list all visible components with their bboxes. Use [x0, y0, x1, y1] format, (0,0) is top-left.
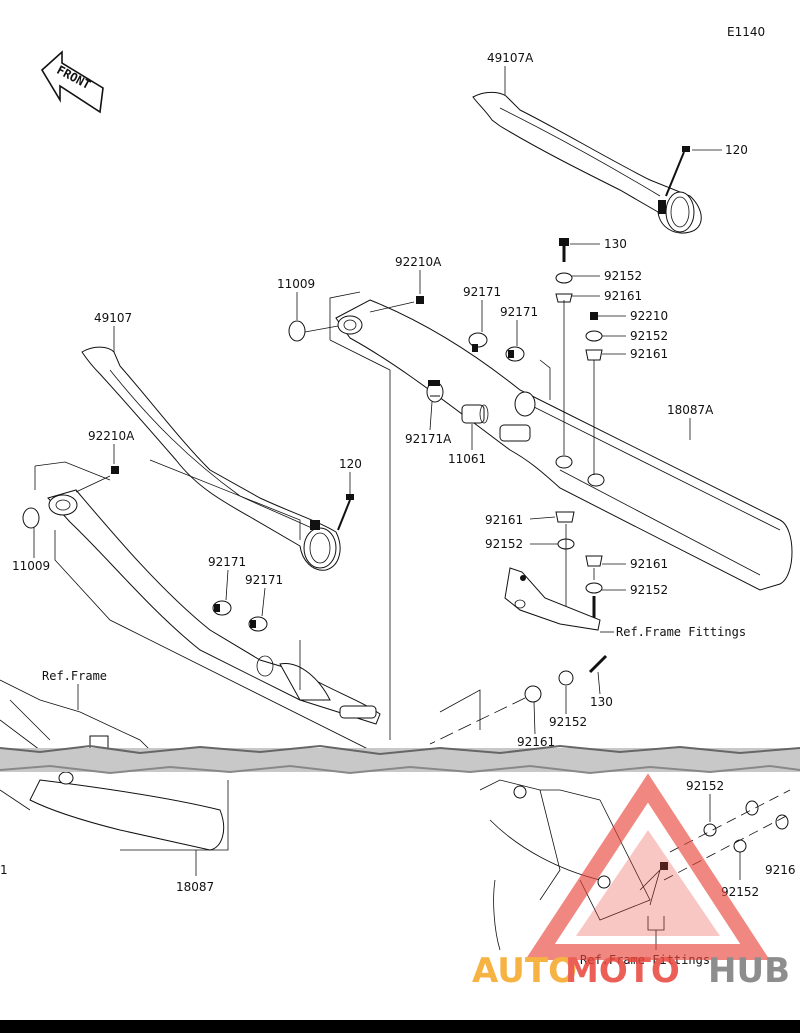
heat-shield-lower	[81, 346, 341, 571]
clamp-92171-lower-b	[248, 616, 268, 632]
washer-92152-r2	[585, 330, 603, 342]
bolt-130-upper	[559, 238, 569, 262]
grommet-92161-r1	[555, 293, 573, 303]
watermark-moto: MOTO	[565, 951, 680, 991]
diagram-code: E1140	[727, 25, 765, 39]
gasket-11009-lower	[22, 507, 40, 529]
grommet-inset1	[745, 800, 759, 816]
part-label-130-top: 130	[604, 237, 627, 251]
nut-92210A-lower	[111, 466, 119, 474]
part-label-92152-inset1: 92152	[686, 779, 724, 793]
photo-cut-divider	[0, 744, 800, 775]
bolt-120-lower	[337, 494, 354, 531]
part-label-49107A: 49107A	[487, 51, 534, 65]
grommet-92161-r4	[585, 555, 603, 567]
part-label-92210: 92210	[630, 309, 668, 323]
washer-92152-inset1	[703, 823, 717, 837]
heat-shield-upper	[472, 91, 702, 234]
washer-92152-r4	[585, 582, 603, 594]
part-label-130-bottom: 130	[590, 695, 613, 709]
part-label-120-top: 120	[725, 143, 748, 157]
inset-frame-sketch	[479, 779, 668, 951]
part-label-92161-r4: 92161	[630, 557, 668, 571]
front-arrow-icon: FRONT	[40, 50, 104, 114]
part-label-11061: 11061	[448, 452, 486, 466]
part-label-92171A: 92171A	[405, 432, 452, 446]
grommet-inset2	[775, 814, 789, 830]
grommet-92161-bottom	[524, 685, 542, 703]
part-label-partial-1: 1	[0, 863, 8, 877]
automotohub-watermark-logo: AUTO MOTO HUB	[472, 773, 790, 991]
clamp-92171-upper-b	[505, 346, 525, 362]
clamp-92171A	[426, 380, 444, 403]
part-label-49107: 49107	[94, 311, 132, 325]
washer-92152-bottom	[558, 670, 574, 686]
mounting-bracket	[504, 567, 601, 631]
part-label-92152-r4: 92152	[630, 583, 668, 597]
part-label-92171-d: 92171	[245, 573, 283, 587]
part-label-92161-r1: 92161	[604, 289, 642, 303]
part-label-92152-r2: 92152	[630, 329, 668, 343]
part-label-92210A-left: 92210A	[88, 429, 135, 443]
part-label-11009-left: 11009	[12, 559, 50, 573]
bolt-130-lower	[588, 654, 608, 674]
watermark-hub: HUB	[708, 951, 790, 991]
nut-92210	[590, 312, 598, 320]
grommet-92161-r3	[555, 511, 575, 523]
part-label-92161-bottom: 92161	[517, 735, 555, 749]
bolt-120-upper	[665, 146, 690, 197]
clamp-92171-lower-a	[212, 600, 232, 616]
part-label-92171-c: 92171	[208, 555, 246, 569]
nut-92210A-upper	[416, 296, 424, 304]
part-label-9216-partial: 9216	[765, 863, 796, 877]
part-label-92171-b: 92171	[500, 305, 538, 319]
washer-92152-inset2	[733, 839, 747, 853]
part-label-92152-inset2: 92152	[721, 885, 759, 899]
sleeve-11061	[461, 404, 489, 424]
part-label-92152-r3: 92152	[485, 537, 523, 551]
gasket-11009-upper	[288, 320, 306, 342]
frame-lower-left	[0, 679, 161, 811]
part-label-92161-r3: 92161	[485, 513, 523, 527]
part-label-92161-r2: 92161	[630, 347, 668, 361]
muffler-lower	[29, 489, 381, 851]
grommet-92161-r2	[585, 349, 603, 361]
washer-92152-r1	[555, 272, 573, 284]
part-label-92152-bottom: 92152	[549, 715, 587, 729]
ref-frame-label: Ref.Frame	[42, 669, 107, 683]
part-label-92210A-top: 92210A	[395, 255, 442, 269]
part-label-120-mid: 120	[339, 457, 362, 471]
clamp-92171-upper-a	[468, 332, 488, 352]
watermark-auto: AUTO	[472, 951, 577, 991]
ref-frame-fittings-upper: Ref.Frame Fittings	[616, 625, 746, 639]
part-label-11009-top: 11009	[277, 277, 315, 291]
part-label-18087A: 18087A	[667, 403, 714, 417]
part-label-92152-r1: 92152	[604, 269, 642, 283]
part-label-18087: 18087	[176, 880, 214, 894]
bottom-border	[0, 1020, 800, 1033]
part-label-92171-a: 92171	[463, 285, 501, 299]
